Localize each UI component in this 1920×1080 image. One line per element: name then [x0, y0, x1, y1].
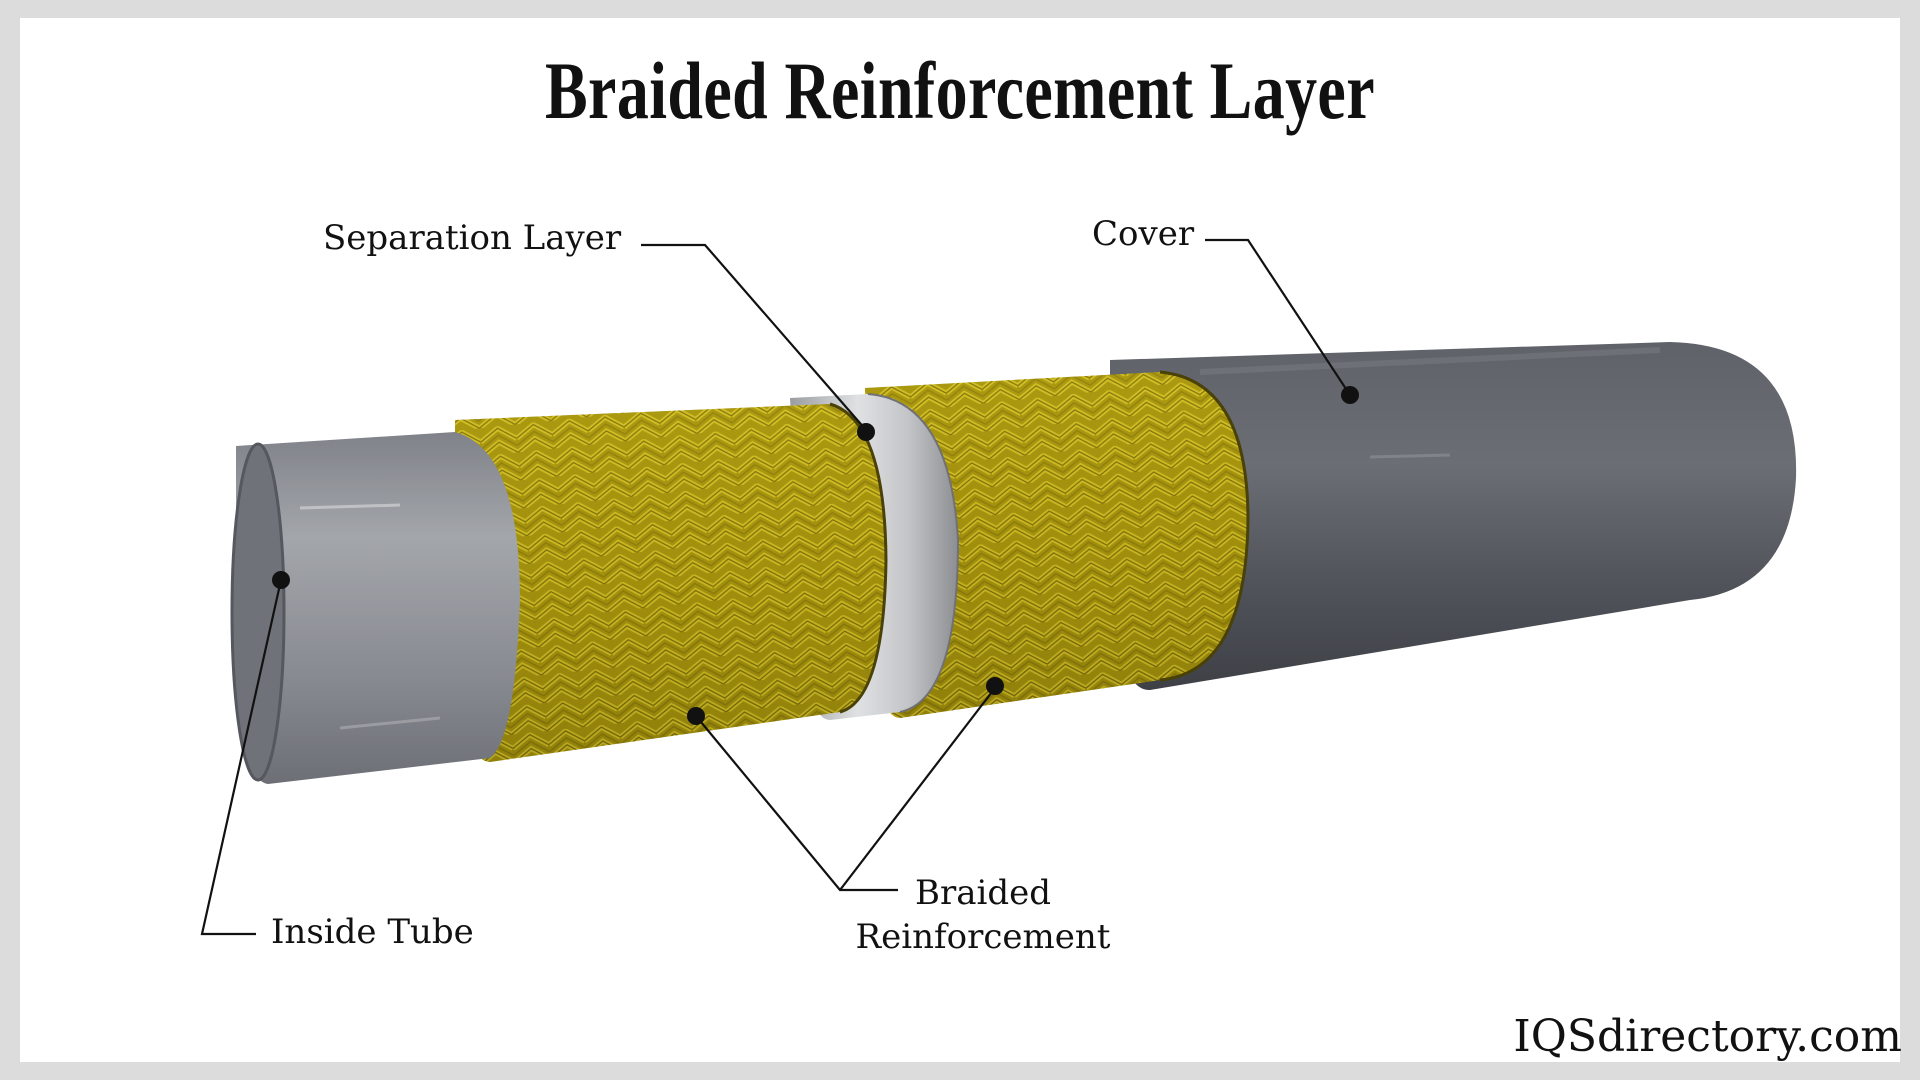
label-braided-line1: Braided [914, 873, 1052, 913]
braid-anchor-dot-left [687, 707, 705, 725]
inside-tube-leader-line [200, 579, 283, 936]
leader-lines [200, 238, 1351, 936]
cover-anchor-dot [1341, 386, 1359, 404]
separation-leader-line [641, 243, 867, 431]
inside-tube-anchor-dot [272, 571, 290, 589]
anchor-dots [272, 386, 1359, 725]
braid-section-left [455, 402, 888, 762]
cover-layer [1110, 342, 1797, 691]
watermark-logo: IQSdirectory.com [1513, 1011, 1902, 1062]
braid-anchor-dot-right [986, 677, 1004, 695]
inside-tube [230, 432, 520, 784]
braid-leader-line-right [839, 687, 996, 891]
label-cover: Cover [1092, 214, 1195, 254]
label-braided-line2: Reinforcement [855, 917, 1111, 957]
braid-leader-line-left [695, 715, 898, 892]
diagram-title: Braided Reinforcement Layer [545, 45, 1375, 136]
label-inside-tube: Inside Tube [271, 912, 474, 952]
separation-anchor-dot [857, 423, 875, 441]
cover-leader-line [1205, 238, 1351, 396]
label-braided-reinforcement: Braided Reinforcement [838, 871, 1128, 959]
braid-section-right [865, 370, 1250, 718]
label-separation-layer: Separation Layer [323, 218, 622, 258]
